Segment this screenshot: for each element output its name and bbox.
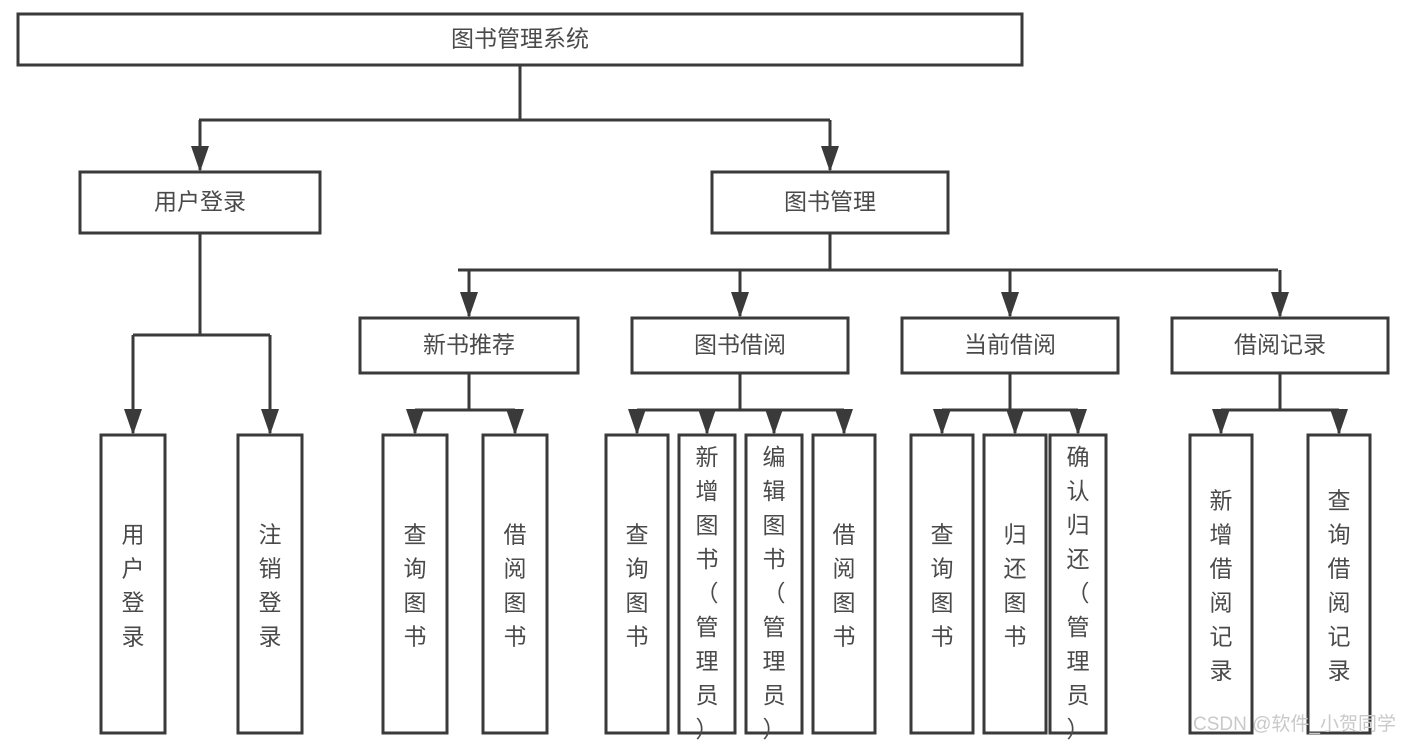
- node-box: [381, 433, 449, 735]
- arrow-leaf-add-book-icon: [698, 409, 716, 435]
- node-label: 注销登录: [259, 522, 282, 650]
- node-label: 查询图书: [626, 522, 649, 650]
- node-leaf-query-record[interactable]: 查询借阅记录: [1306, 433, 1372, 735]
- node-box: [900, 316, 1120, 375]
- node-leaf-user-logout[interactable]: 注销登录: [236, 433, 304, 735]
- node-leaf-borrow-book-bb[interactable]: 借阅图书: [811, 433, 877, 735]
- node-borrow-record[interactable]: 借阅记录: [1170, 316, 1390, 375]
- node-label: 查询图书: [931, 522, 954, 650]
- node-box: [1048, 433, 1108, 735]
- node-label: 当前借阅: [964, 332, 1056, 358]
- arrow-new-book-rec-icon: [460, 292, 478, 318]
- node-box: [78, 170, 322, 235]
- node-leaf-confirm-return[interactable]: 确认归还（管理员）: [1048, 433, 1108, 742]
- node-label: 新书推荐: [423, 332, 515, 358]
- node-box: [630, 316, 850, 375]
- node-box: [99, 433, 167, 735]
- arrow-current-borrow-icon: [1001, 292, 1019, 318]
- node-label: 查询图书: [404, 522, 427, 650]
- node-leaf-add-record[interactable]: 新增借阅记录: [1188, 433, 1254, 735]
- arrow-leaf-borrow-book-rec-icon: [506, 409, 524, 435]
- node-box: [710, 170, 950, 235]
- arrow-borrow-record-icon: [1271, 292, 1289, 318]
- node-box: [481, 433, 549, 735]
- arrow-leaf-user-login-icon: [124, 409, 142, 435]
- node-box: [1170, 316, 1390, 375]
- node-root[interactable]: 图书管理系统: [16, 12, 1024, 67]
- node-layer: 图书管理系统用户登录图书管理新书推荐图书借阅当前借阅借阅记录用户登录注销登录查询…: [16, 12, 1390, 742]
- arrow-leaf-return-book-icon: [1006, 409, 1024, 435]
- node-box: [1306, 433, 1372, 735]
- node-new-book-rec[interactable]: 新书推荐: [358, 316, 580, 375]
- node-label: 图书管理: [784, 189, 876, 215]
- node-label: 用户登录: [154, 189, 246, 215]
- node-box: [16, 12, 1024, 67]
- arrow-leaf-confirm-return-icon: [1069, 409, 1087, 435]
- arrow-book-manage-icon: [821, 146, 839, 172]
- arrow-leaf-user-logout-icon: [261, 409, 279, 435]
- node-label: 图书管理系统: [451, 26, 589, 52]
- node-current-borrow[interactable]: 当前借阅: [900, 316, 1120, 375]
- node-label: 查询借阅记录: [1328, 488, 1351, 684]
- node-label: 借阅图书: [833, 522, 856, 650]
- node-leaf-add-book[interactable]: 新增图书（管理员）: [677, 433, 737, 742]
- node-label: 确认归还（管理员）: [1067, 444, 1090, 742]
- arrow-leaf-edit-book-icon: [765, 409, 783, 435]
- node-book-manage[interactable]: 图书管理: [710, 170, 950, 235]
- node-box: [358, 316, 580, 375]
- node-label: 新增借阅记录: [1210, 488, 1233, 684]
- node-label: 编辑图书（管理员）: [763, 444, 786, 742]
- csdn-watermark: CSDN @软件_小贺同学: [1193, 713, 1396, 735]
- node-label: 借阅记录: [1234, 332, 1326, 358]
- node-label: 新增图书（管理员）: [696, 444, 719, 742]
- node-box: [982, 433, 1048, 735]
- node-book-borrow[interactable]: 图书借阅: [630, 316, 850, 375]
- arrow-leaf-query-record-icon: [1330, 409, 1348, 435]
- node-leaf-edit-book[interactable]: 编辑图书（管理员）: [744, 433, 804, 742]
- arrow-user-login-icon: [191, 146, 209, 172]
- arrow-book-borrow-icon: [731, 292, 749, 318]
- arrow-leaf-add-record-icon: [1212, 409, 1230, 435]
- node-leaf-query-book-cb[interactable]: 查询图书: [909, 433, 975, 735]
- node-label: 图书借阅: [694, 332, 786, 358]
- node-box: [744, 433, 804, 735]
- node-box: [236, 433, 304, 735]
- node-box: [604, 433, 670, 735]
- node-leaf-query-book-rec[interactable]: 查询图书: [381, 433, 449, 735]
- node-box: [811, 433, 877, 735]
- node-leaf-borrow-book-rec[interactable]: 借阅图书: [481, 433, 549, 735]
- node-label: 归还图书: [1004, 522, 1027, 650]
- connector-layer: [124, 65, 1348, 435]
- node-box: [1188, 433, 1254, 735]
- node-label: 用户登录: [122, 522, 145, 650]
- node-label: 借阅图书: [504, 522, 527, 650]
- arrow-leaf-query-book-cb-icon: [933, 409, 951, 435]
- node-box: [909, 433, 975, 735]
- node-leaf-user-login[interactable]: 用户登录: [99, 433, 167, 735]
- node-box: [677, 433, 737, 735]
- arrow-leaf-borrow-book-bb-icon: [835, 409, 853, 435]
- arrow-leaf-query-book-rec-icon: [406, 409, 424, 435]
- node-leaf-return-book[interactable]: 归还图书: [982, 433, 1048, 735]
- node-user-login[interactable]: 用户登录: [78, 170, 322, 235]
- arrow-leaf-query-book-bb-icon: [628, 409, 646, 435]
- node-leaf-query-book-bb[interactable]: 查询图书: [604, 433, 670, 735]
